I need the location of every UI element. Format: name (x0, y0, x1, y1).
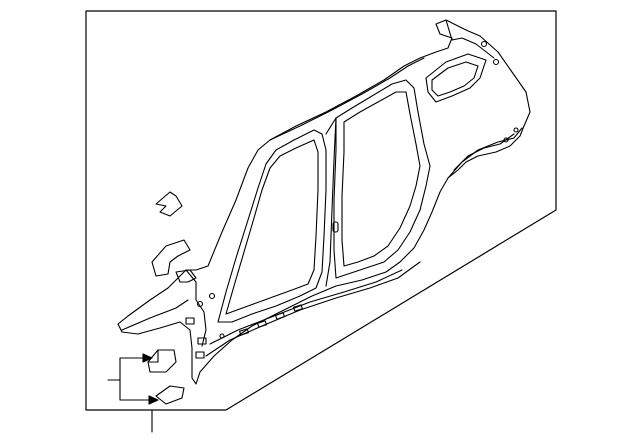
b-pillar-slot (332, 221, 339, 233)
rear-door-opening-inner (341, 91, 421, 267)
callout-bracket-line (107, 357, 151, 401)
sill-slot-2 (257, 320, 267, 328)
sill-slot-1 (239, 328, 249, 336)
sill-hole (219, 333, 225, 339)
front-door-opening (217, 129, 327, 323)
assembly-frame (85, 10, 557, 411)
front-tab-1 (185, 317, 195, 325)
small-bracket-c[interactable] (155, 385, 185, 405)
rocker-sill (205, 261, 421, 357)
rear-hole-1 (480, 40, 488, 48)
reinforcement-bracket-lower[interactable] (175, 269, 197, 283)
front-tab-3 (195, 351, 205, 359)
quarter-window-inner (431, 61, 479, 97)
callout-group (107, 353, 159, 433)
upper-rear-flange (445, 19, 495, 59)
sill-slot-3 (275, 312, 285, 320)
panel-outline (117, 19, 531, 385)
quarter-window (425, 53, 487, 103)
b-pillar (325, 117, 337, 287)
roof-rail (269, 57, 425, 141)
rear-hole-4 (503, 137, 509, 143)
front-hole-1 (196, 300, 204, 308)
rear-hole-3 (513, 127, 519, 133)
callout-arrow-2 (148, 395, 159, 405)
rocker-sill-inner (209, 269, 403, 345)
small-bracket-a[interactable] (155, 191, 183, 217)
front-flange (121, 299, 189, 331)
callout-arrow-1 (142, 353, 153, 363)
front-hole-2 (208, 292, 216, 300)
small-bracket-b-fold (147, 349, 159, 363)
body-side-outer-panel[interactable] (117, 19, 531, 385)
front-door-opening-inner (225, 139, 319, 315)
rear-door-opening (333, 79, 431, 279)
rear-hole-2 (492, 58, 500, 66)
rear-wheel-arch-inner (453, 133, 515, 171)
reinforcement-bracket-upper[interactable] (151, 239, 191, 277)
front-tab-2 (197, 337, 207, 345)
sill-slot-4 (293, 304, 303, 312)
